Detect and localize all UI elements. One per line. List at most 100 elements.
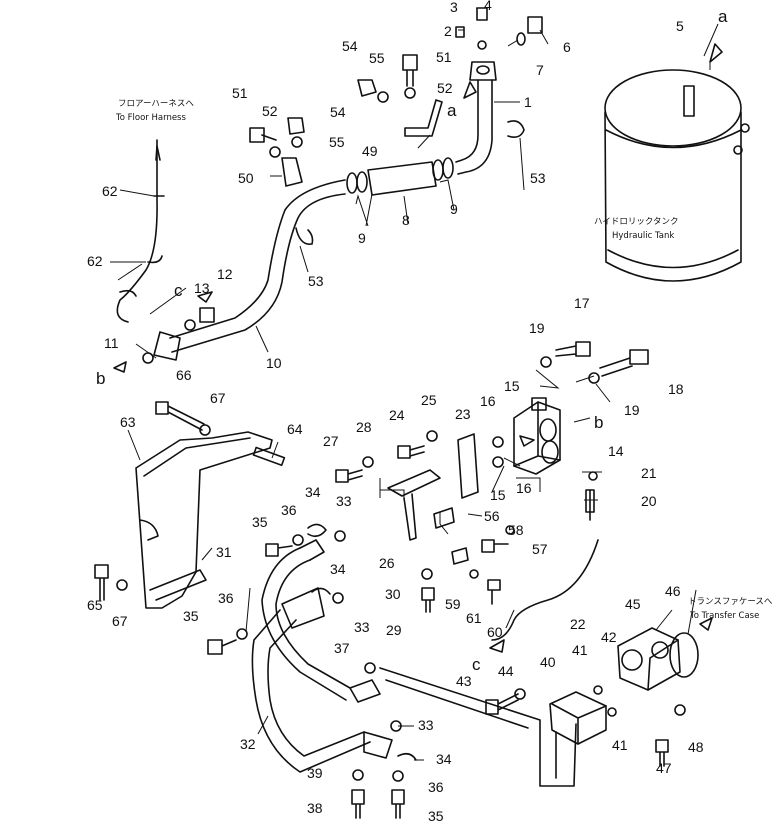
callout-50: 50 [238, 170, 254, 186]
callout-55-a: 55 [369, 50, 385, 66]
floor-harness-note-jp: フロアーハーネスへ [118, 99, 194, 109]
ref-c-left: c [174, 281, 183, 300]
callout-22: 22 [570, 616, 586, 632]
hose-31 [261, 539, 381, 703]
callout-57: 57 [532, 541, 548, 557]
reference-letters: a a b b c c [96, 7, 728, 674]
hydraulic-tank-note-jp: ハイドロリックタンク [594, 217, 679, 227]
callout-3: 3 [450, 0, 458, 15]
callout-53-a: 53 [530, 170, 546, 186]
callout-48: 48 [688, 739, 704, 755]
callout-4: 4 [484, 0, 492, 13]
callout-10: 10 [266, 355, 282, 371]
callout-numbers: 1 2 3 4 5 6 7 8 9 9 10 11 12 13 14 15 15… [87, 0, 704, 821]
callout-15-b: 15 [490, 487, 506, 503]
callout-53-b: 53 [308, 273, 324, 289]
callout-40: 40 [540, 654, 556, 670]
callout-36-c: 36 [428, 779, 444, 795]
callout-49: 49 [362, 143, 378, 159]
bolts-lower [207, 523, 435, 819]
callout-7: 7 [536, 62, 544, 78]
bolt-65 [94, 564, 128, 601]
callout-37: 37 [334, 640, 350, 656]
callout-55-b: 55 [329, 134, 345, 150]
callout-35-a: 35 [252, 514, 268, 530]
filler-pipe-1 [455, 61, 497, 175]
callout-54-a: 54 [342, 38, 358, 54]
pipe-10 [153, 179, 346, 361]
callout-63: 63 [120, 414, 136, 430]
callout-11: 11 [104, 335, 119, 351]
callout-29: 29 [386, 622, 402, 638]
bolts-upper [249, 54, 418, 158]
callout-56: 56 [484, 508, 500, 524]
callout-20: 20 [641, 493, 657, 509]
hose-32 [251, 587, 393, 773]
callout-19-a: 19 [529, 320, 545, 336]
floor-harness-62 [116, 139, 215, 364]
callout-67-a: 67 [210, 390, 226, 406]
callout-41-a: 41 [572, 642, 588, 658]
callout-2: 2 [444, 23, 452, 39]
callout-34-c: 34 [436, 751, 452, 767]
transfer-case-note-jp: トランスファケースへ [688, 597, 773, 607]
callout-9-right: 9 [450, 201, 458, 217]
callout-60: 60 [487, 624, 503, 640]
callout-52-b: 52 [437, 80, 453, 96]
callout-58: 58 [508, 522, 524, 538]
callout-66: 66 [176, 367, 192, 383]
callout-24: 24 [389, 407, 405, 423]
bolt-66 [155, 401, 211, 436]
callout-31: 31 [216, 544, 232, 560]
transfer-case-note-en: To Transfer Case [689, 611, 759, 621]
pipe-lower [379, 667, 577, 787]
callout-32: 32 [240, 736, 256, 752]
callout-65: 65 [87, 597, 103, 613]
ref-b-left: b [96, 369, 105, 388]
callout-61: 61 [466, 610, 482, 626]
callout-36-b: 36 [218, 590, 234, 606]
callout-5: 5 [676, 18, 684, 34]
hydraulic-tank-note-en: Hydraulic Tank [612, 231, 674, 241]
callout-39: 39 [307, 765, 323, 781]
bolts-24-27 [334, 430, 438, 542]
callout-64: 64 [287, 421, 303, 437]
valve-14 [513, 397, 561, 475]
block-40 [485, 685, 617, 745]
small-fittings-2-7 [455, 7, 543, 50]
callout-26: 26 [379, 555, 395, 571]
callout-16-b: 16 [516, 480, 532, 496]
callout-34-a: 34 [305, 484, 321, 500]
ref-c-bottom: c [472, 655, 481, 674]
callout-44: 44 [498, 663, 514, 679]
destination-notes: フロアーハーネスへ To Floor Harness ハイドロリックタンク Hy… [115, 99, 773, 621]
plate-23 [387, 433, 479, 541]
callout-46: 46 [665, 583, 681, 599]
callout-43: 43 [456, 673, 472, 689]
callout-33-c: 33 [418, 717, 434, 733]
callout-25: 25 [421, 392, 437, 408]
callout-33-a: 33 [336, 493, 352, 509]
leader-lines [110, 7, 719, 761]
callout-51-a: 51 [232, 85, 248, 101]
callout-62-a: 62 [102, 183, 118, 199]
callout-36-a: 36 [281, 502, 297, 518]
callout-12: 12 [217, 266, 233, 282]
callout-62-b: 62 [87, 253, 103, 269]
hydraulic-tank [604, 69, 750, 282]
callout-17: 17 [574, 295, 590, 311]
callout-41-b: 41 [612, 737, 628, 753]
callout-45: 45 [625, 596, 641, 612]
callout-14: 14 [608, 443, 624, 459]
hose-8 [346, 157, 454, 196]
sensor-harness-22 [433, 471, 599, 641]
callout-59: 59 [445, 596, 461, 612]
ref-a-mid: a [447, 101, 457, 120]
cover-63 [135, 431, 286, 609]
callout-18: 18 [668, 381, 684, 397]
callout-6: 6 [563, 39, 571, 55]
callout-51-b: 51 [436, 49, 452, 65]
ref-a-top: a [718, 7, 728, 26]
callout-19-b: 19 [624, 402, 640, 418]
